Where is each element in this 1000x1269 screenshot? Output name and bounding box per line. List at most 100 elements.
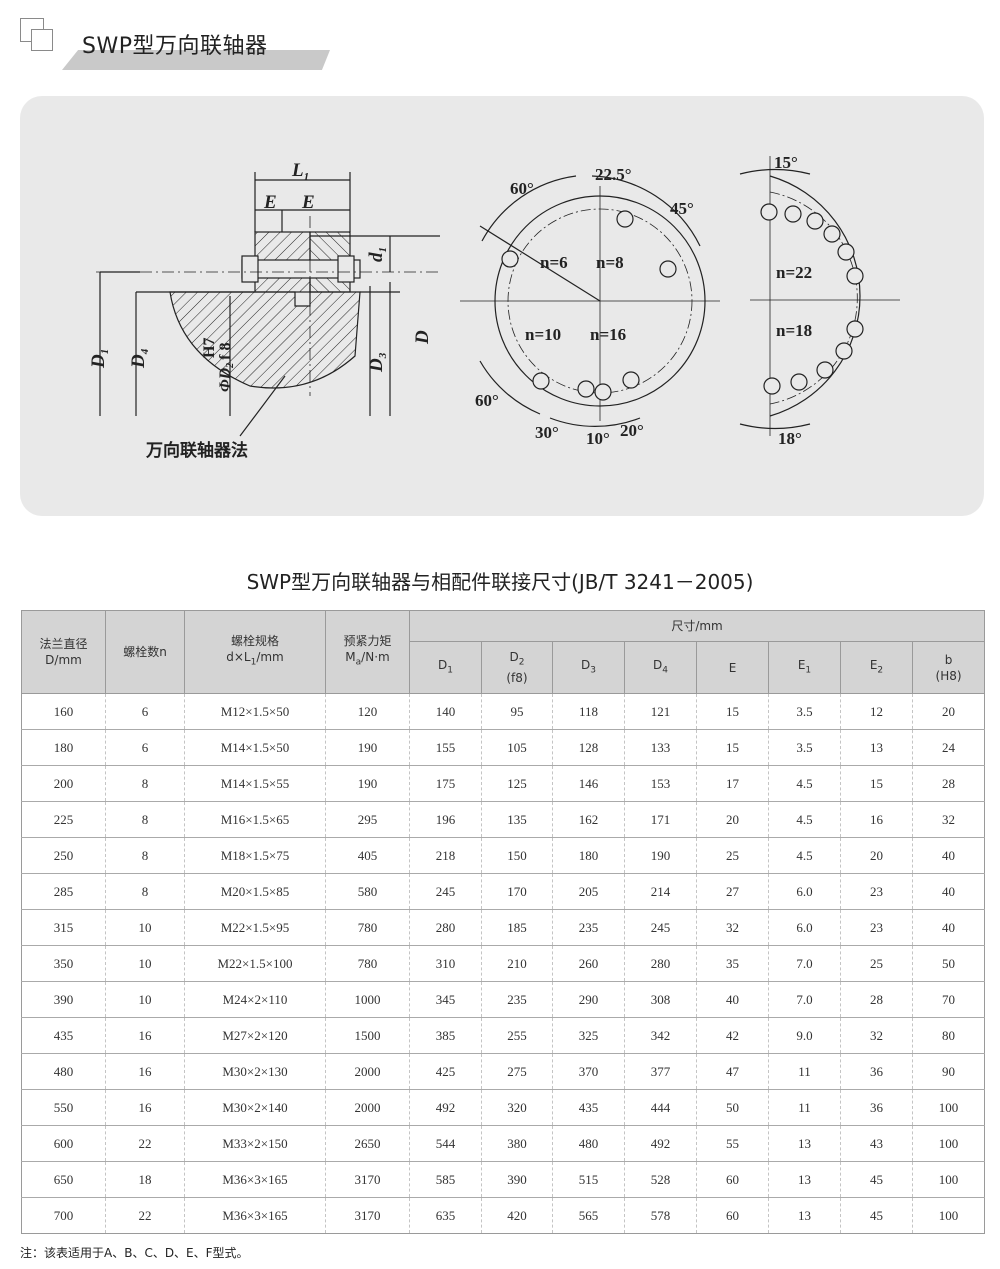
table-cell: 600 bbox=[21, 1125, 106, 1162]
table-cell: 45 bbox=[840, 1161, 913, 1198]
table-cell: 11 bbox=[768, 1053, 841, 1090]
table-cell: 780 bbox=[325, 909, 410, 946]
table-cell: 135 bbox=[481, 801, 553, 838]
table-cell: 380 bbox=[481, 1125, 553, 1162]
table-cell: 377 bbox=[624, 1053, 697, 1090]
table-cell: 635 bbox=[409, 1197, 482, 1234]
table-cell: 80 bbox=[911, 1017, 986, 1054]
table-cell: 8 bbox=[105, 837, 185, 874]
table-title: SWP型万向联轴器与相配件联接尺寸(JB/T 3241－2005) bbox=[246, 570, 754, 594]
table-cell: 214 bbox=[624, 873, 697, 910]
table-cell: 4.5 bbox=[768, 801, 841, 838]
angle-15: 15° bbox=[774, 153, 798, 172]
table-cell: 578 bbox=[624, 1197, 697, 1234]
d1-dia-label: D1 bbox=[88, 349, 111, 369]
table-cell: 15 bbox=[840, 765, 913, 802]
table-cell: 10 bbox=[105, 945, 185, 982]
table-cell: 23 bbox=[840, 909, 913, 946]
table-cell: M30×2×140 bbox=[184, 1089, 326, 1126]
table-cell: 180 bbox=[552, 837, 625, 874]
table-cell: 20 bbox=[696, 801, 769, 838]
table-cell: 260 bbox=[552, 945, 625, 982]
table-cell: 25 bbox=[696, 837, 769, 874]
e-left-label: E bbox=[263, 192, 277, 213]
table-cell: 28 bbox=[911, 765, 986, 802]
table-cell: 245 bbox=[624, 909, 697, 946]
table-cell: 16 bbox=[840, 801, 913, 838]
table-cell: 13 bbox=[768, 1125, 841, 1162]
table-cell: 150 bbox=[481, 837, 553, 874]
angle-45: 45° bbox=[670, 199, 694, 218]
table-cell: 10 bbox=[105, 981, 185, 1018]
header-bolt-count: 螺栓数n bbox=[105, 610, 185, 694]
label-n16: n=16 bbox=[590, 325, 626, 344]
table-cell: 15 bbox=[696, 693, 769, 730]
label-n22: n=22 bbox=[776, 263, 812, 282]
fit-label: H7 bbox=[201, 338, 218, 358]
table-cell: 295 bbox=[325, 801, 410, 838]
table-cell: 210 bbox=[481, 945, 553, 982]
square-icon bbox=[31, 29, 53, 51]
svg-text:ΦD2f 8: ΦD2f 8 bbox=[217, 342, 236, 392]
angle-22-5: 22.5° bbox=[595, 165, 632, 184]
table-cell: M33×2×150 bbox=[184, 1125, 326, 1162]
header-size-group: 尺寸/mm bbox=[408, 610, 986, 642]
table-cell: 190 bbox=[325, 765, 410, 802]
table-cell: 3.5 bbox=[768, 729, 841, 766]
table-cell: 345 bbox=[409, 981, 482, 1018]
table-cell: 10 bbox=[105, 909, 185, 946]
table-cell: M22×1.5×100 bbox=[184, 945, 326, 982]
table-cell: 43 bbox=[840, 1125, 913, 1162]
table-cell: 42 bbox=[696, 1017, 769, 1054]
table-cell: 105 bbox=[481, 729, 553, 766]
table-cell: 118 bbox=[552, 693, 625, 730]
table-cell: 218 bbox=[409, 837, 482, 874]
table-cell: 580 bbox=[325, 873, 410, 910]
table-cell: 205 bbox=[552, 873, 625, 910]
footnote: 注：该表适用于A、B、C、D、E、F型式。 bbox=[20, 1246, 249, 1260]
label-n8: n=8 bbox=[596, 253, 624, 272]
table-cell: 90 bbox=[911, 1053, 986, 1090]
table-cell: 585 bbox=[409, 1161, 482, 1198]
table-cell: 420 bbox=[481, 1197, 553, 1234]
bolt-circle-2 bbox=[739, 156, 900, 436]
table-cell: 17 bbox=[696, 765, 769, 802]
table-cell: M14×1.5×55 bbox=[184, 765, 326, 802]
d3-label: D3 bbox=[366, 352, 389, 373]
table-cell: 128 bbox=[552, 729, 625, 766]
table-cell: 35 bbox=[696, 945, 769, 982]
table-cell: 544 bbox=[409, 1125, 482, 1162]
table-cell: 15 bbox=[696, 729, 769, 766]
table-cell: 6 bbox=[105, 729, 185, 766]
table-cell: 55 bbox=[696, 1125, 769, 1162]
table-cell: 23 bbox=[840, 873, 913, 910]
header-e: E bbox=[696, 641, 769, 694]
header-d2: D2(f8) bbox=[481, 641, 553, 694]
svg-text:D3: D3 bbox=[366, 352, 389, 373]
table-cell: 342 bbox=[624, 1017, 697, 1054]
table-cell: 171 bbox=[624, 801, 697, 838]
table-cell: 162 bbox=[552, 801, 625, 838]
table-cell: 250 bbox=[21, 837, 106, 874]
label-n18: n=18 bbox=[776, 321, 812, 340]
page-header: SWP型万向联轴器 bbox=[0, 0, 1000, 80]
table-cell: 175 bbox=[409, 765, 482, 802]
table-cell: 435 bbox=[552, 1089, 625, 1126]
table-cell: 8 bbox=[105, 801, 185, 838]
table-cell: 700 bbox=[21, 1197, 106, 1234]
table-cell: M30×2×130 bbox=[184, 1053, 326, 1090]
table-cell: 190 bbox=[624, 837, 697, 874]
table-cell: 50 bbox=[696, 1089, 769, 1126]
table-cell: 280 bbox=[624, 945, 697, 982]
bolt-circle-2-labels: 15° n=22 n=18 18° bbox=[774, 153, 812, 448]
